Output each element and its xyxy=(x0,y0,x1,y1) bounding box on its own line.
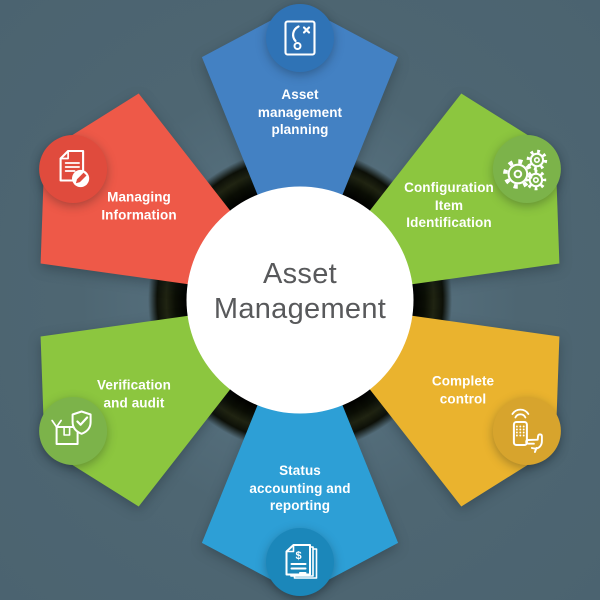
petal-label-asset-management-planning: Asset management planning xyxy=(258,86,342,139)
label-line: Managing xyxy=(107,189,171,205)
pencil-glyph xyxy=(75,172,87,184)
center-title-line: Management xyxy=(213,293,387,325)
document-edit-icon xyxy=(59,149,90,188)
label-line: control xyxy=(439,391,487,406)
petal-label-configuration-item-identification: Configuration Item Identification xyxy=(404,179,494,232)
label-line: Complete xyxy=(431,373,495,389)
route-plan-icon xyxy=(284,20,316,56)
label-line: Verification xyxy=(97,377,171,393)
center-title: Asset Management xyxy=(214,257,386,327)
label-line: reporting xyxy=(269,497,331,513)
remote-control-hand-icon xyxy=(511,408,543,453)
label-line: accounting and xyxy=(249,480,351,496)
label-line: management xyxy=(257,104,343,120)
label-line: Item xyxy=(434,197,464,213)
label-line: Identification xyxy=(406,214,492,230)
petal-label-managing-information: Managing Information xyxy=(101,189,176,224)
petal-label-complete-control: Complete control xyxy=(432,373,494,408)
gears-icon xyxy=(503,149,548,191)
label-line: planning xyxy=(271,121,329,137)
petal-label-verification-and-audit: Verification and audit xyxy=(97,377,171,412)
petal-asset-management-planning xyxy=(201,5,399,300)
icon-circle-managing xyxy=(39,135,108,203)
dollar-glyph: $ xyxy=(295,550,301,562)
petal-status-accounting-and-reporting xyxy=(201,300,399,595)
icon-circle-planning xyxy=(266,4,334,72)
center-title-line: Asset xyxy=(262,258,338,290)
petal-label-status-accounting-and-reporting: Status accounting and reporting xyxy=(249,462,350,515)
label-line: Information xyxy=(101,207,177,222)
label-line: Status xyxy=(279,462,321,478)
label-line: and audit xyxy=(103,395,165,410)
label-line: Asset xyxy=(281,86,319,102)
center-circle xyxy=(186,186,414,414)
label-line: Configuration xyxy=(404,179,494,195)
package-check-icon xyxy=(51,410,92,445)
billing-documents-icon: $ xyxy=(285,544,318,579)
